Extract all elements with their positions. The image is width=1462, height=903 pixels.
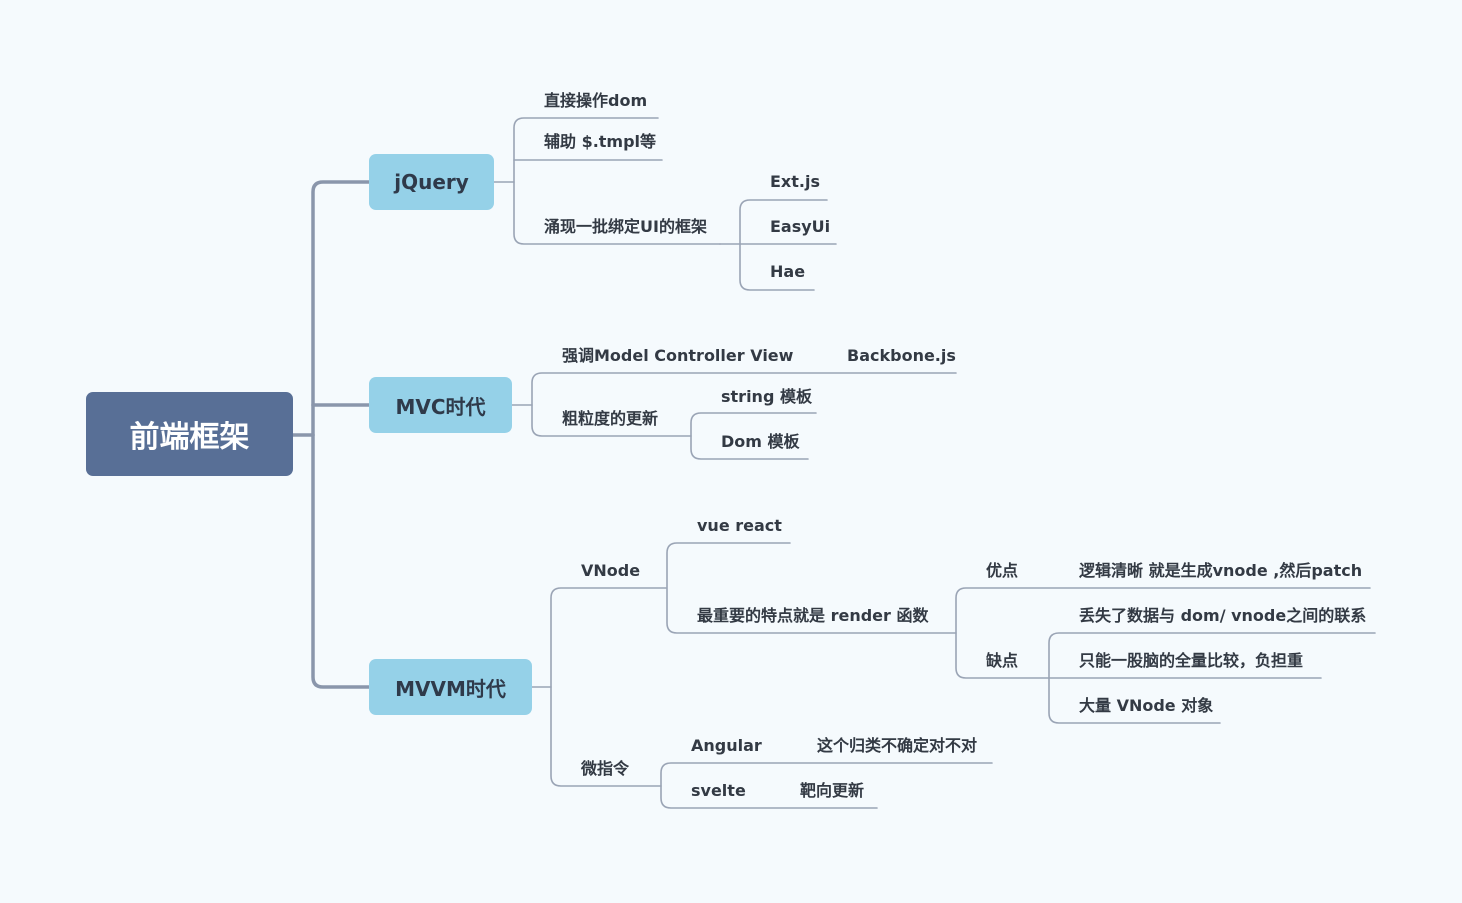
topic-mvc[interactable]: MVC时代 bbox=[369, 377, 512, 433]
node-tmpl[interactable]: 辅助 $.tmpl等 bbox=[544, 132, 657, 151]
node-direct-dom[interactable]: 直接操作dom bbox=[544, 91, 648, 110]
node-pros[interactable]: 优点 bbox=[986, 561, 1019, 580]
node-angular-note[interactable]: 这个归类不确定对不对 bbox=[817, 736, 978, 755]
root-node[interactable]: 前端框架 bbox=[86, 392, 293, 476]
node-vue-react[interactable]: vue react bbox=[697, 516, 782, 535]
node-micro-directive[interactable]: 微指令 bbox=[581, 759, 630, 778]
node-cons-1[interactable]: 丢失了数据与 dom/ vnode之间的联系 bbox=[1079, 606, 1367, 625]
node-render-function[interactable]: 最重要的特点就是 render 函数 bbox=[697, 606, 929, 625]
node-hae[interactable]: Hae bbox=[770, 262, 806, 281]
topic-jquery[interactable]: jQuery bbox=[369, 154, 494, 210]
node-extjs[interactable]: Ext.js bbox=[770, 172, 820, 191]
node-mvc-emphasis[interactable]: 强调Model Controller View bbox=[562, 346, 794, 365]
node-cons-2[interactable]: 只能一股脑的全量比较，负担重 bbox=[1079, 651, 1304, 670]
node-svelte-note[interactable]: 靶向更新 bbox=[800, 781, 865, 800]
node-pros-1[interactable]: 逻辑清晰 就是生成vnode ,然后patch bbox=[1079, 561, 1363, 580]
node-svelte[interactable]: svelte bbox=[691, 781, 746, 800]
node-cons-3[interactable]: 大量 VNode 对象 bbox=[1079, 696, 1214, 715]
node-ui-frameworks[interactable]: 涌现一批绑定UI的框架 bbox=[544, 217, 707, 236]
node-coarse-update[interactable]: 粗粒度的更新 bbox=[562, 409, 659, 428]
node-dom-template[interactable]: Dom 模板 bbox=[721, 432, 800, 451]
node-cons[interactable]: 缺点 bbox=[986, 651, 1019, 670]
node-angular[interactable]: Angular bbox=[691, 736, 762, 755]
node-string-template[interactable]: string 模板 bbox=[721, 387, 812, 406]
topic-mvvm[interactable]: MVVM时代 bbox=[369, 659, 532, 715]
node-vnode[interactable]: VNode bbox=[581, 561, 641, 580]
node-easyui[interactable]: EasyUi bbox=[770, 217, 831, 236]
node-backbone[interactable]: Backbone.js bbox=[847, 346, 956, 365]
